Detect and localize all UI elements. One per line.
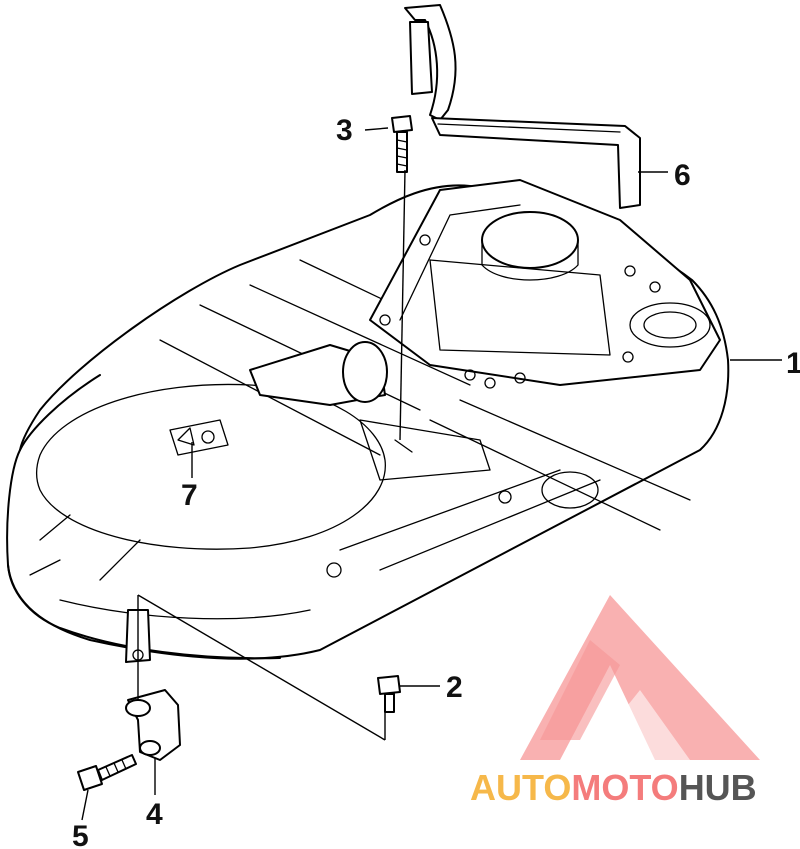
- watermark-moto: MOTO: [571, 767, 678, 808]
- bottom-cowling: [6, 179, 730, 663]
- bolt-part-2: [377, 675, 401, 713]
- callout-1: 1: [786, 347, 800, 380]
- callout-6: 6: [674, 159, 691, 192]
- clamp-part-4: [125, 689, 181, 761]
- bracket-part-6: [404, 4, 641, 209]
- bolt-part-3: [391, 115, 413, 173]
- callout-4: 4: [146, 798, 163, 831]
- watermark-hub: HUB: [679, 767, 757, 808]
- callout-3: 3: [336, 114, 353, 147]
- leader-lines: [81, 127, 782, 821]
- callout-2: 2: [446, 671, 463, 704]
- screw-part-5: [77, 754, 137, 791]
- watermark-text: AUTOMOTOHUB: [470, 767, 757, 808]
- callout-7: 7: [181, 479, 198, 512]
- watermark-logo: [520, 595, 760, 760]
- watermark-triangle-icon: [520, 595, 760, 760]
- callout-5: 5: [72, 820, 89, 849]
- watermark-auto: AUTO: [470, 767, 571, 808]
